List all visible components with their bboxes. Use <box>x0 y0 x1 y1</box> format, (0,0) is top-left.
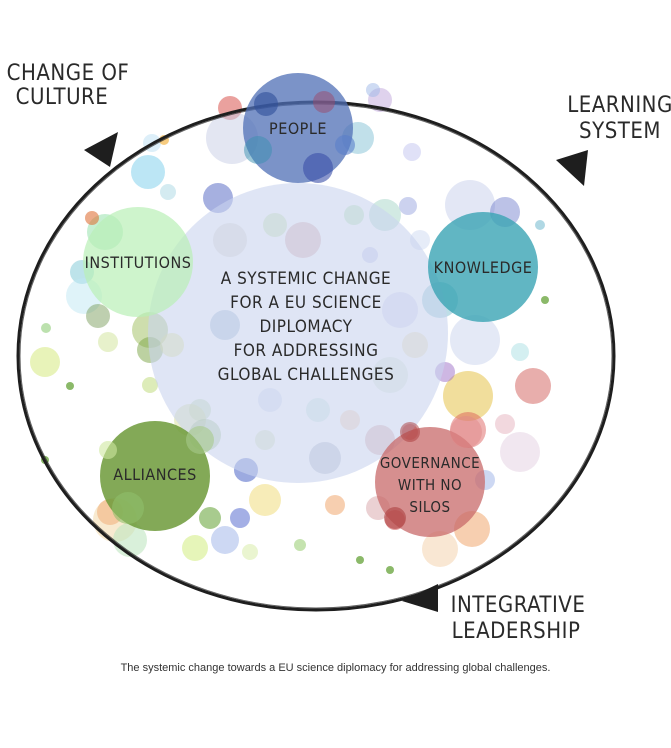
learning-system-line-2: SYSTEM <box>579 119 661 144</box>
figure-caption: The systemic change towards a EU science… <box>120 662 551 674</box>
center-title-line-2: FOR A EU SCIENCE <box>230 293 382 313</box>
people-node-dots <box>244 91 355 183</box>
center-title-line-3: DIPLOMACY <box>259 317 352 337</box>
governance-node-dots <box>384 416 482 529</box>
governance-node <box>375 427 485 537</box>
integrative-leadership-line-1: INTEGRATIVE <box>451 593 586 618</box>
integrative-leadership-label: INTEGRATIVE LEADERSHIP <box>451 593 586 644</box>
governance-label-line-1: GOVERNANCE <box>380 454 480 472</box>
center-title-line-4: FOR ADDRESSING <box>234 341 379 361</box>
people-label: PEOPLE <box>269 119 327 138</box>
governance-label-line-3: SILOS <box>409 498 450 516</box>
arrow-head-top-right <box>556 150 588 186</box>
institutions-node <box>83 207 193 317</box>
center-title-line-1: A SYSTEMIC CHANGE <box>221 269 391 289</box>
change-of-culture-line-1: CHANGE OF <box>7 61 130 86</box>
governance-label-line-2: WITH NO <box>398 476 462 494</box>
center-title: A SYSTEMIC CHANGE FOR A EU SCIENCE DIPLO… <box>218 269 395 385</box>
arrow-head-top-left <box>84 132 118 167</box>
alliances-label: ALLIANCES <box>113 465 197 484</box>
center-circle <box>148 183 448 483</box>
learning-system-line-1: LEARNING <box>567 93 671 118</box>
alliances-node-dots <box>99 426 214 524</box>
change-of-culture-line-2: CULTURE <box>16 85 109 110</box>
arrow-head-bottom <box>402 584 438 612</box>
knowledge-node <box>428 212 538 322</box>
integrative-leadership-line-2: LEADERSHIP <box>452 619 581 644</box>
center-title-line-5: GLOBAL CHALLENGES <box>218 365 395 385</box>
learning-system-label: LEARNING SYSTEM <box>567 93 671 144</box>
institutions-label: INSTITUTIONS <box>85 253 192 272</box>
knowledge-label: KNOWLEDGE <box>434 258 533 277</box>
change-of-culture-label: CHANGE OF CULTURE <box>7 61 130 110</box>
